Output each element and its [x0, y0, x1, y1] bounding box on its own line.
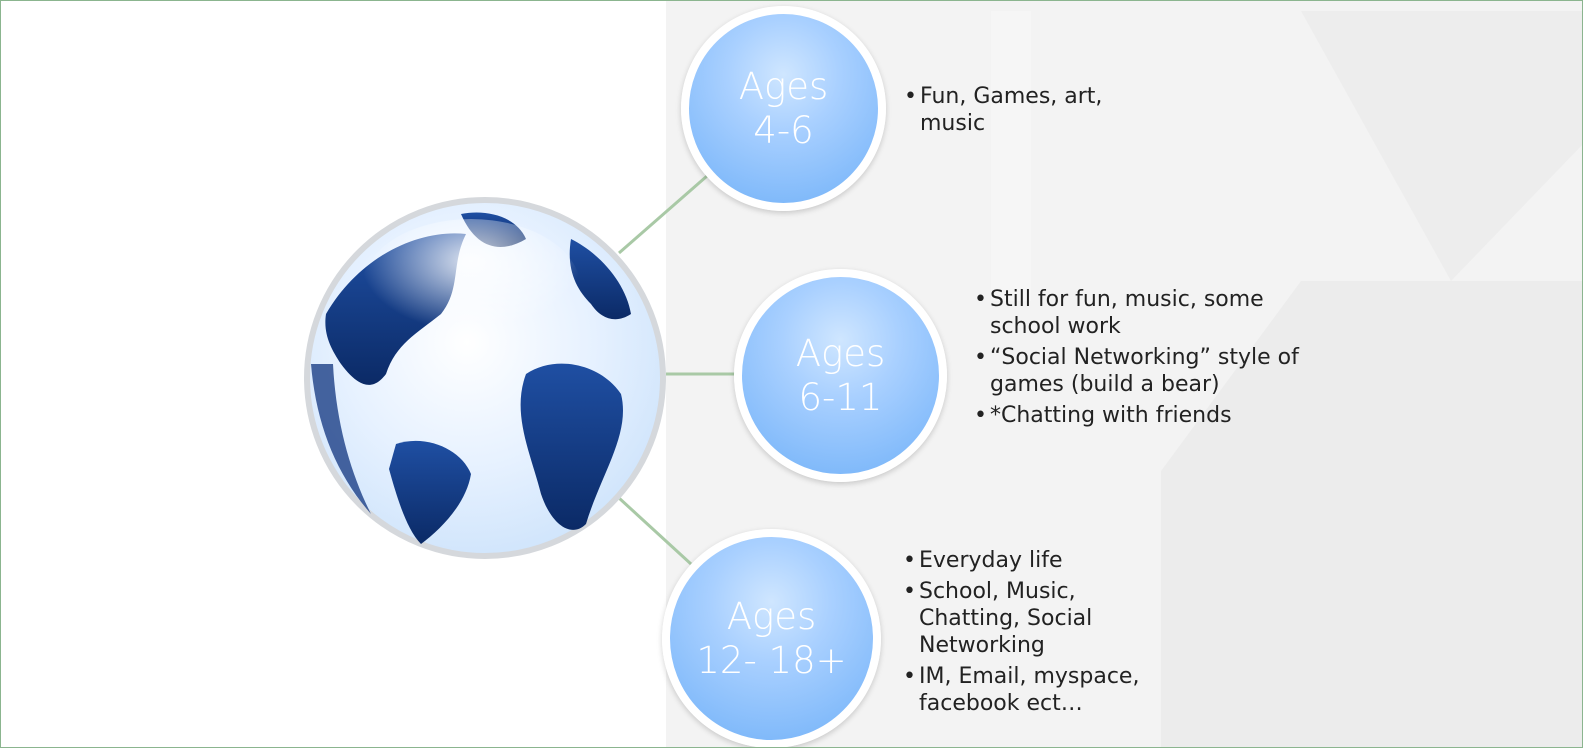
age-bubble-12-18: Ages 12- 18+: [662, 529, 881, 747]
earth-globe-icon: [304, 197, 666, 559]
bullet-item: Still for fun, music, some school work: [974, 286, 1304, 340]
bullet-item: “Social Networking” style of games (buil…: [974, 344, 1304, 398]
age-bubble-range: 4-6: [753, 108, 814, 152]
connector-line-1: [618, 174, 708, 255]
bullet-item: *Chatting with friends: [974, 402, 1304, 429]
bullet-item: Fun, Games, art, music: [904, 83, 1154, 137]
bullet-list-ages-4-6: Fun, Games, art, music: [904, 83, 1154, 141]
connector-line-3: [617, 496, 693, 566]
age-bubble-label: Ages: [738, 64, 829, 108]
age-bubble-range: 6-11: [798, 375, 883, 419]
bullet-item: IM, Email, myspace, facebook ect…: [903, 663, 1163, 717]
age-bubble-6-11: Ages 6-11: [734, 269, 947, 482]
bullet-item: Everyday life: [903, 547, 1163, 574]
age-bubble-label: Ages: [726, 594, 817, 638]
age-bubble-label: Ages: [795, 331, 886, 375]
bullet-list-ages-6-11: Still for fun, music, some school work “…: [974, 286, 1304, 433]
bullet-item: School, Music, Chatting, Social Networki…: [903, 578, 1163, 659]
age-bubble-range: 12- 18+: [696, 638, 847, 682]
age-bubble-4-6: Ages 4-6: [681, 6, 886, 211]
bullet-list-ages-12-18: Everyday life School, Music, Chatting, S…: [903, 547, 1163, 721]
